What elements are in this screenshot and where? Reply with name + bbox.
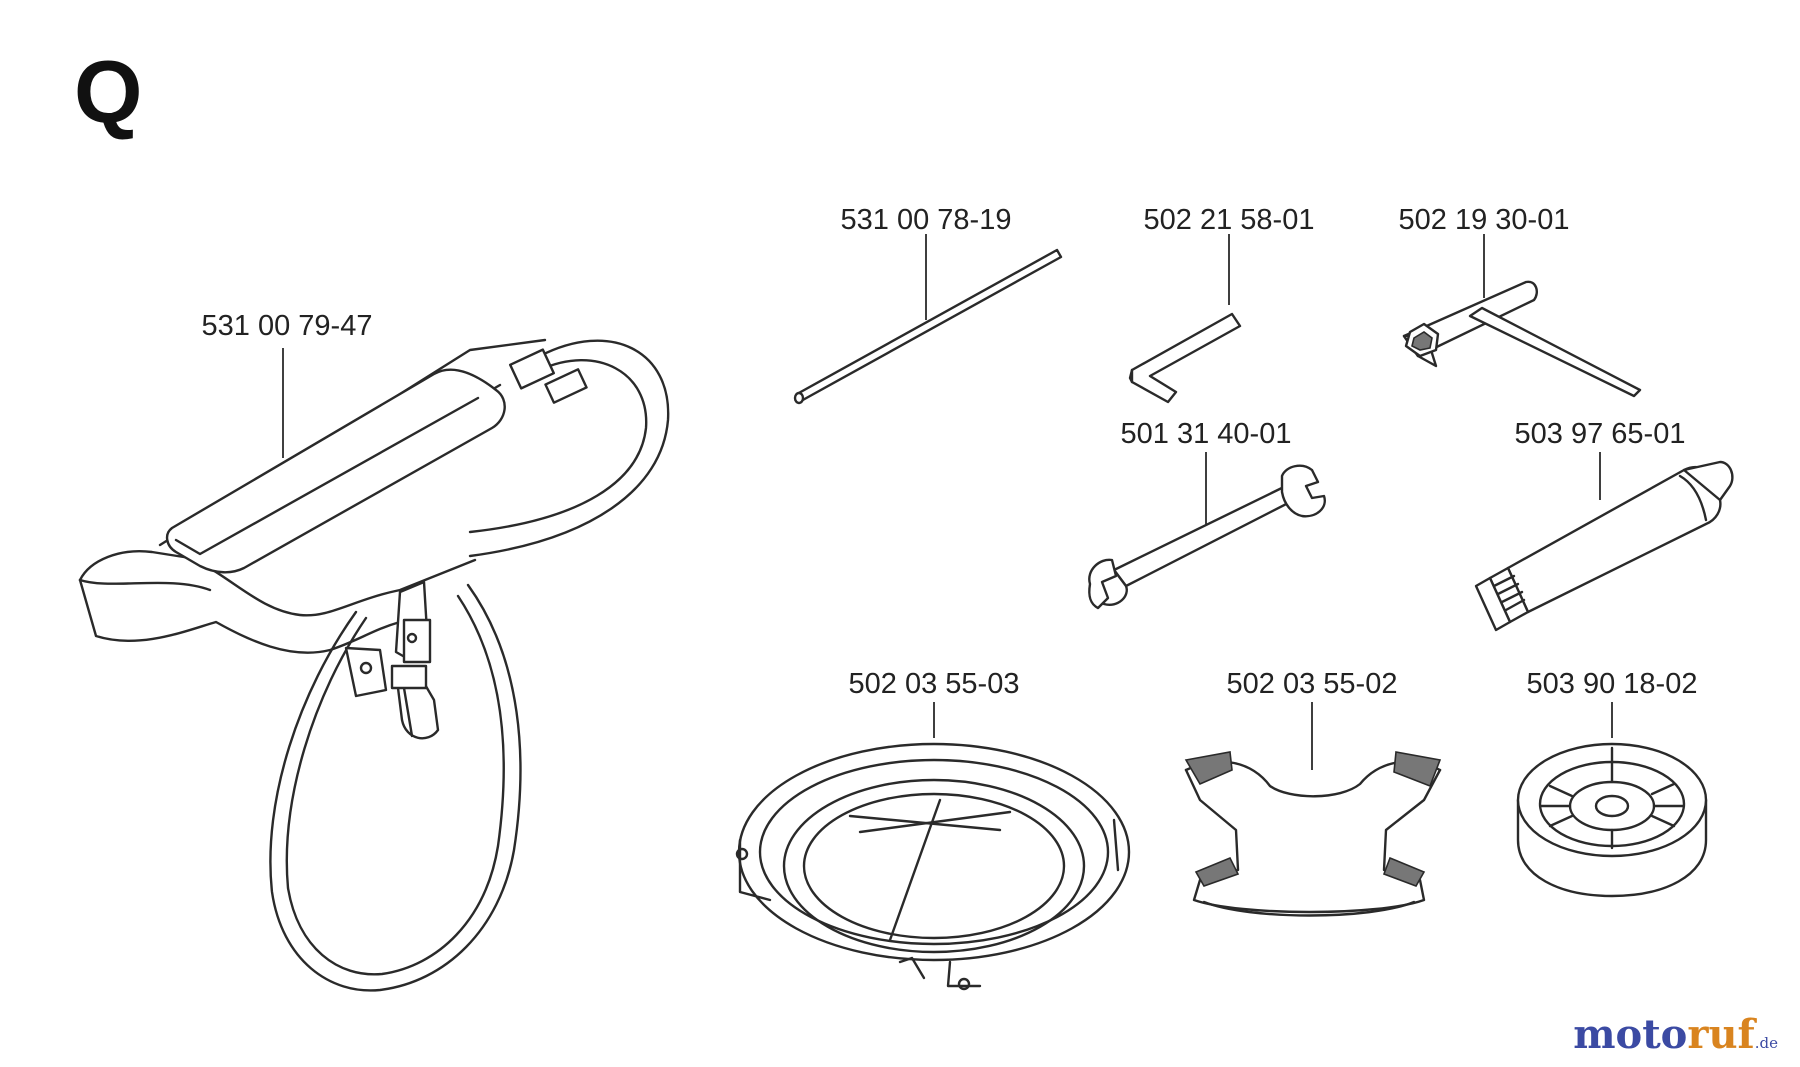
watermark-part2: ruf (1687, 1011, 1755, 1058)
part-label-rod: 531 00 78-19 (840, 204, 1012, 236)
spanner-icon (1088, 464, 1326, 610)
part-label-spanner: 501 31 40-01 (1120, 418, 1292, 450)
watermark-part1: moto (1573, 1011, 1688, 1058)
socket-wrench-icon (1402, 280, 1642, 398)
part-label-spool-hub: 503 90 18-02 (1526, 668, 1698, 700)
leader-lines (282, 234, 1613, 770)
part-label-socket-wrench: 502 19 30-01 (1398, 204, 1570, 236)
watermark-logo: motoruf.de (1573, 1015, 1778, 1055)
part-label-harness: 531 00 79-47 (201, 310, 373, 342)
guard-plate-icon (1184, 751, 1442, 917)
grease-tube-icon (1474, 460, 1734, 632)
hex-key-icon (1128, 312, 1242, 404)
spool-hub-icon (1516, 742, 1708, 898)
part-label-guard-plate: 502 03 55-02 (1226, 668, 1398, 700)
ring-guard-icon (735, 742, 1131, 991)
part-label-ring-guard: 502 03 55-03 (848, 668, 1020, 700)
rod-icon (793, 248, 1063, 405)
section-letter: Q (74, 42, 143, 141)
harness-icon (78, 338, 670, 992)
watermark-part3: .de (1754, 1034, 1778, 1052)
part-label-hex-key: 502 21 58-01 (1143, 204, 1315, 236)
part-label-grease-tube: 503 97 65-01 (1514, 418, 1686, 450)
